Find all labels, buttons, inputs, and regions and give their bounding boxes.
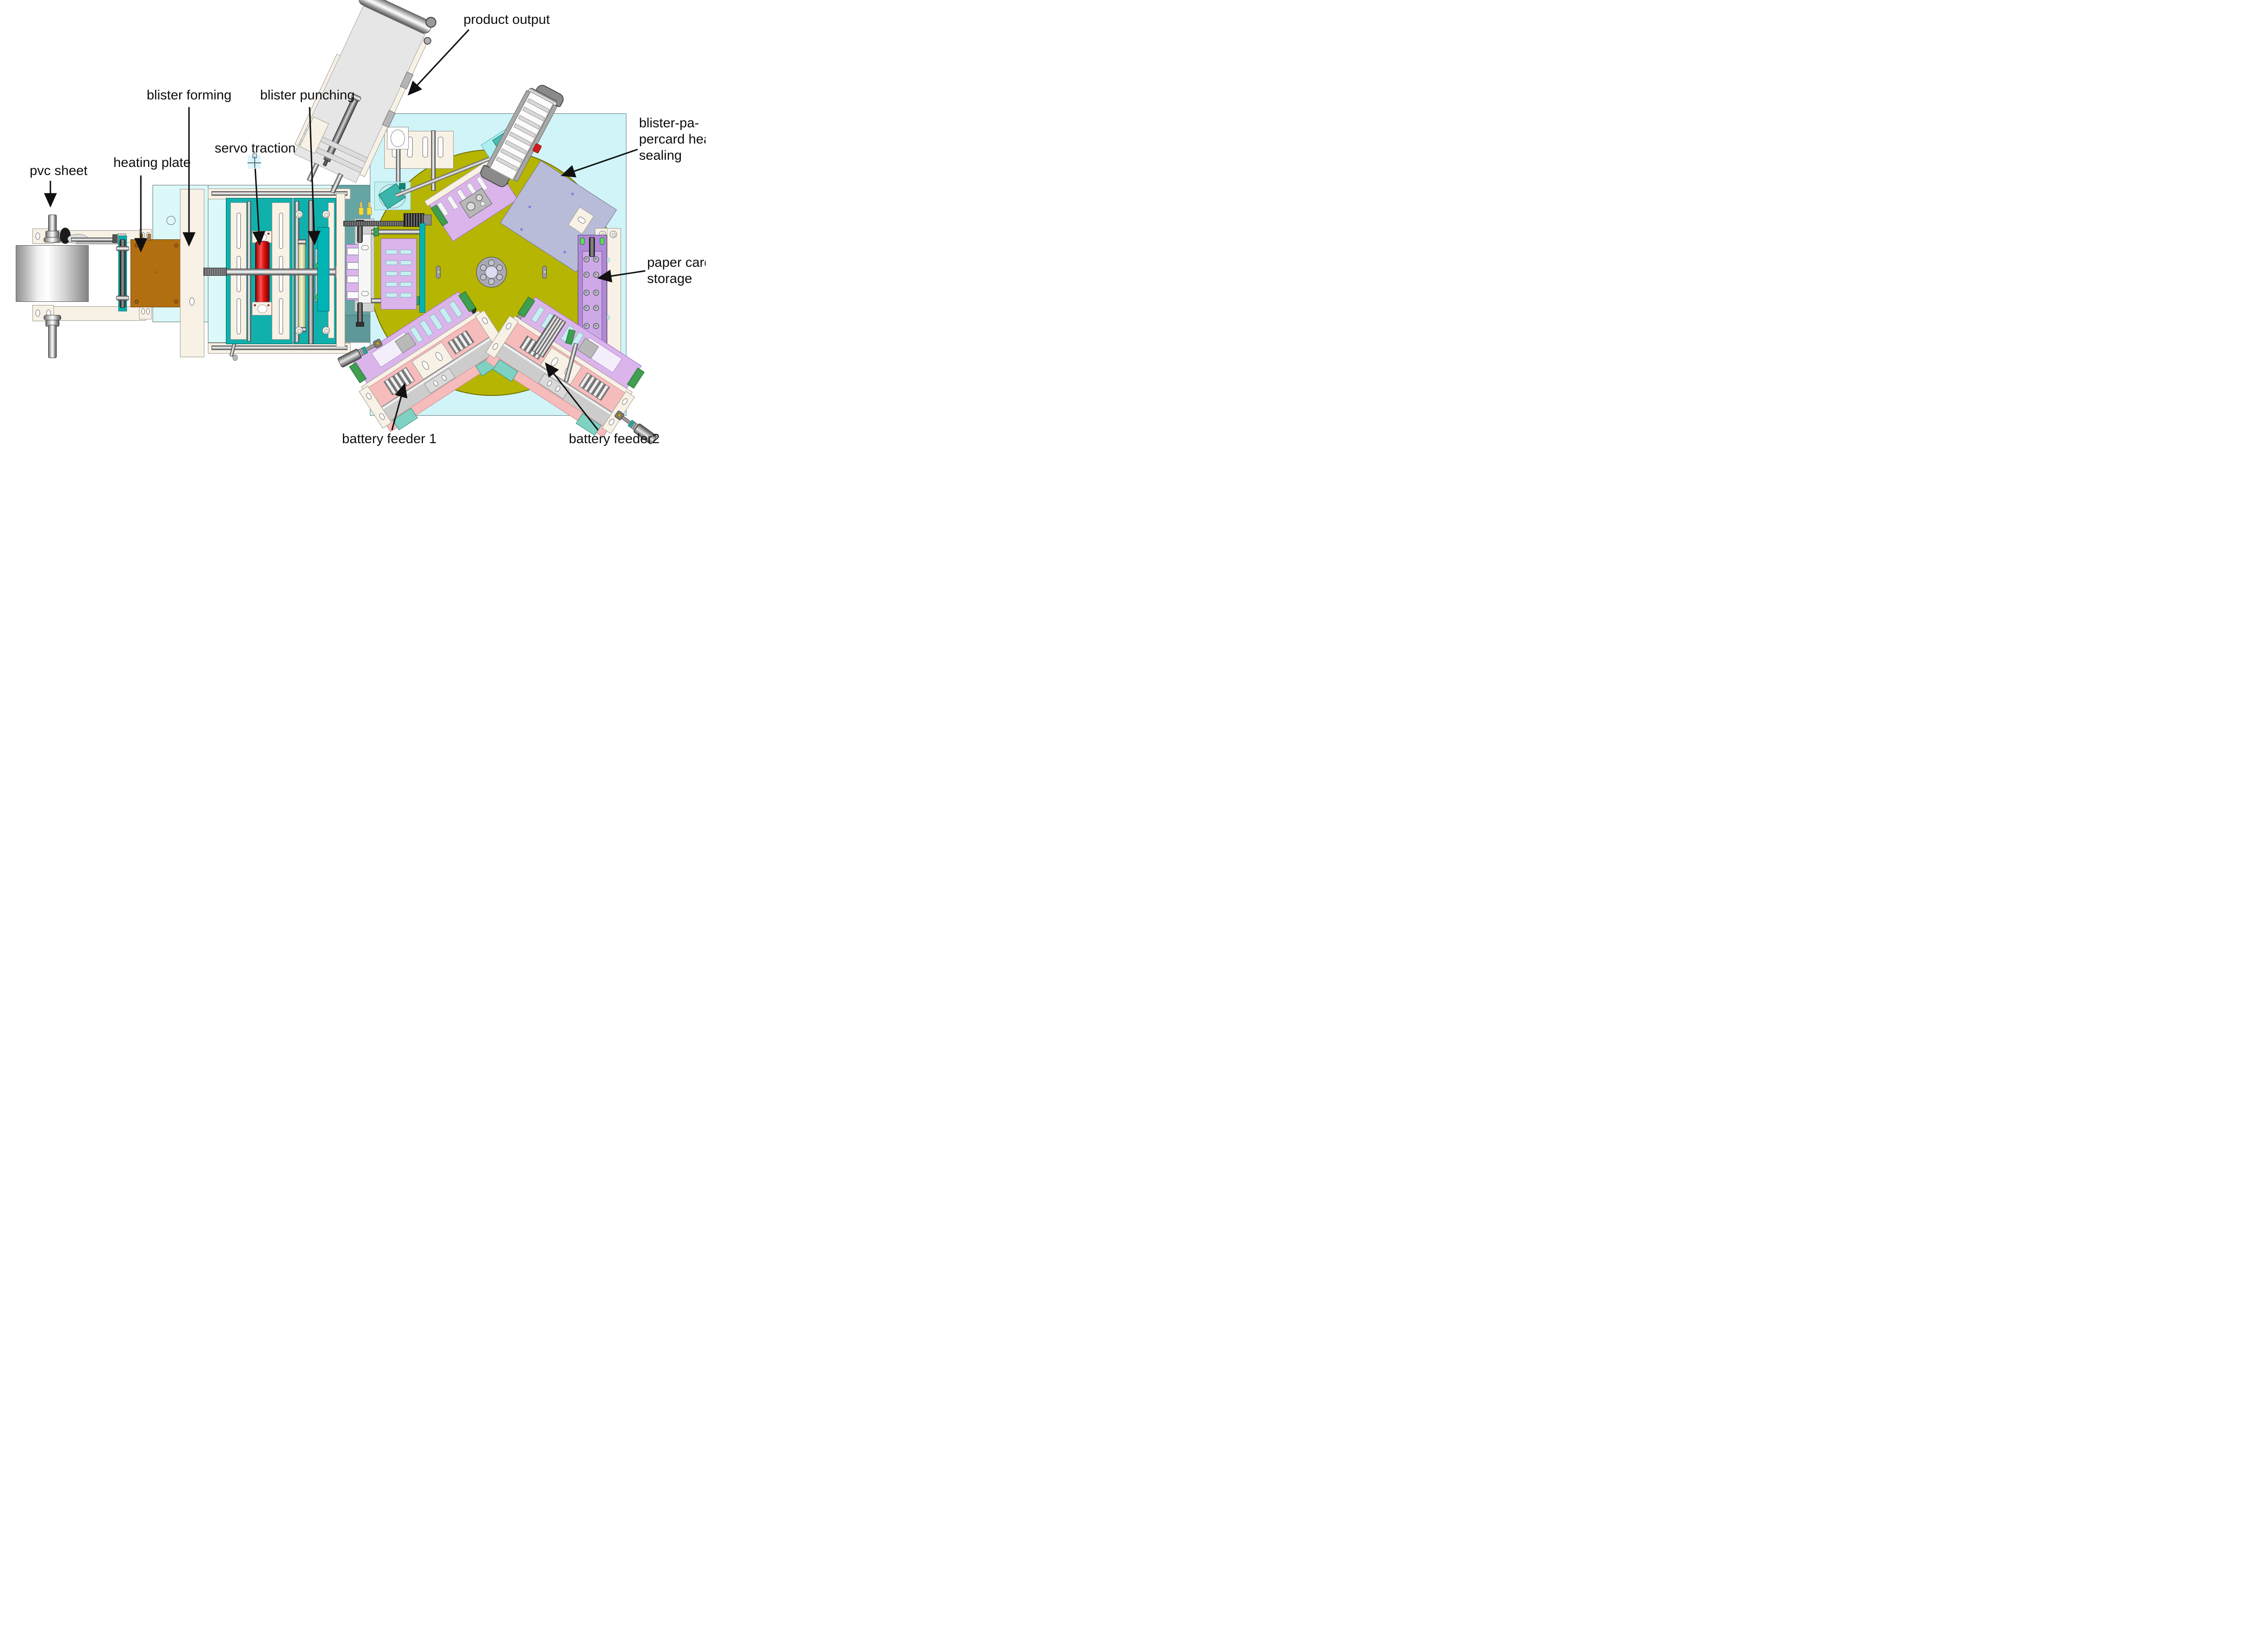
station-slot <box>386 271 397 276</box>
hub-bolt <box>488 278 495 285</box>
storage-hex-bolt <box>584 256 590 262</box>
station-slot <box>400 260 412 265</box>
crank-ball <box>233 355 238 361</box>
hub-bolt <box>480 274 486 280</box>
machine-diagram: pvc sheet heating plate blister forming … <box>0 0 706 458</box>
station-slot <box>386 260 397 265</box>
storage-hex-bolt <box>584 272 590 278</box>
station-teal-strip <box>419 223 425 313</box>
label-paper-card-storage: paper card storage <box>647 255 706 286</box>
storage-hex-bolt <box>584 323 590 329</box>
hex-bolt <box>322 327 330 334</box>
feeder-slot <box>449 301 463 318</box>
roll-shaft-bottom <box>48 325 57 358</box>
label-servo-traction: servo traction <box>215 141 296 156</box>
label-heat-sealing: blister-pa- percard heat sealing <box>639 116 706 163</box>
station-slot <box>386 282 397 287</box>
servo-cylinder-block-bottom <box>252 302 272 315</box>
hub-bolt <box>496 274 503 280</box>
infeed-slot <box>446 195 459 210</box>
green-collar <box>374 228 379 236</box>
sensor-yellow-1 <box>359 207 364 215</box>
storage-rod-top <box>589 237 595 257</box>
station-slot <box>400 282 412 287</box>
hex-bolt <box>322 211 330 218</box>
turquoise-die-block <box>317 227 329 311</box>
storage-hex-bolt <box>593 256 599 262</box>
hex-bolt <box>295 327 303 334</box>
punch-roller-paleyellow <box>298 243 306 328</box>
teal-column-cylinder <box>120 239 126 308</box>
support-rod-2 <box>431 130 436 191</box>
label-heating-plate: heating plate <box>113 155 191 170</box>
conveyor-leg <box>306 162 320 182</box>
bearing-block <box>347 292 359 299</box>
storage-hex-bolt <box>584 305 590 311</box>
base-hole <box>166 216 176 225</box>
table-slot <box>436 266 441 278</box>
hub-bolt <box>496 264 503 271</box>
column-clamp-bottom <box>116 296 129 301</box>
feeder-slot <box>410 326 423 343</box>
label-battery-feeder-2: battery feeder2 <box>569 431 660 446</box>
label-battery-feeder-1: battery feeder 1 <box>342 431 437 446</box>
transfer-cylinder-bottom <box>357 302 363 324</box>
storage-hex-bolt <box>593 272 599 278</box>
feeder-slot <box>419 320 433 337</box>
transfer-cylinder-cap-bottom <box>356 322 364 327</box>
storage-hex-bolt <box>593 305 599 311</box>
tiebar-rod-bottom <box>212 346 347 350</box>
station-slot <box>400 293 412 297</box>
pvc-sheet-roll <box>16 245 89 302</box>
storage-hex-bolt <box>593 323 599 329</box>
label-product-output: product output <box>464 12 550 27</box>
heating-pin-2 <box>148 234 151 241</box>
bearing-bracket-right-bottom <box>139 305 152 319</box>
heating-pin-1 <box>140 234 143 241</box>
storage-hex-bolt <box>584 290 590 296</box>
tiebar-rod-top <box>212 191 347 196</box>
feeder-slot <box>531 306 545 323</box>
label-pvc-sheet: pvc sheet <box>30 163 88 178</box>
index-gearbox <box>423 215 432 225</box>
station-slot <box>386 250 397 254</box>
bearing-block <box>347 276 359 283</box>
label-blister-forming: blister forming <box>147 88 232 103</box>
storage-hex-bolt <box>593 290 599 296</box>
heating-plate <box>130 239 182 307</box>
forming-mold-plate <box>180 189 204 357</box>
feeder-slot <box>429 313 443 331</box>
bearing-block-bottom <box>32 305 54 321</box>
roll-flange-top <box>44 237 61 242</box>
support-square-bearing <box>387 127 409 149</box>
station-slot <box>386 293 397 297</box>
station-slot <box>400 271 412 276</box>
pickup-cyan-plate <box>374 182 411 210</box>
hex-bolt <box>295 211 303 218</box>
transfer-white-rail <box>358 234 371 303</box>
transfer-screw <box>343 221 407 226</box>
hub-bolt <box>480 264 486 271</box>
hub-bolt <box>488 260 495 266</box>
label-blister-punching: blister punching <box>260 88 355 103</box>
roll-shaft-collar-top <box>45 231 59 238</box>
bearing-block <box>347 248 359 255</box>
column-clamp-top <box>116 246 129 251</box>
punch-roller-cap-top <box>298 239 306 244</box>
table-slot <box>542 266 547 278</box>
punch-outfeed-plate <box>336 193 345 347</box>
knurled-leadscrew <box>203 268 227 276</box>
bearing-block <box>347 262 359 269</box>
station-slot <box>400 250 412 254</box>
feeder-slot <box>439 307 453 324</box>
station-plate-left <box>381 238 417 310</box>
hub-center-hole <box>485 266 498 278</box>
sensor-yellow-2 <box>367 207 372 215</box>
